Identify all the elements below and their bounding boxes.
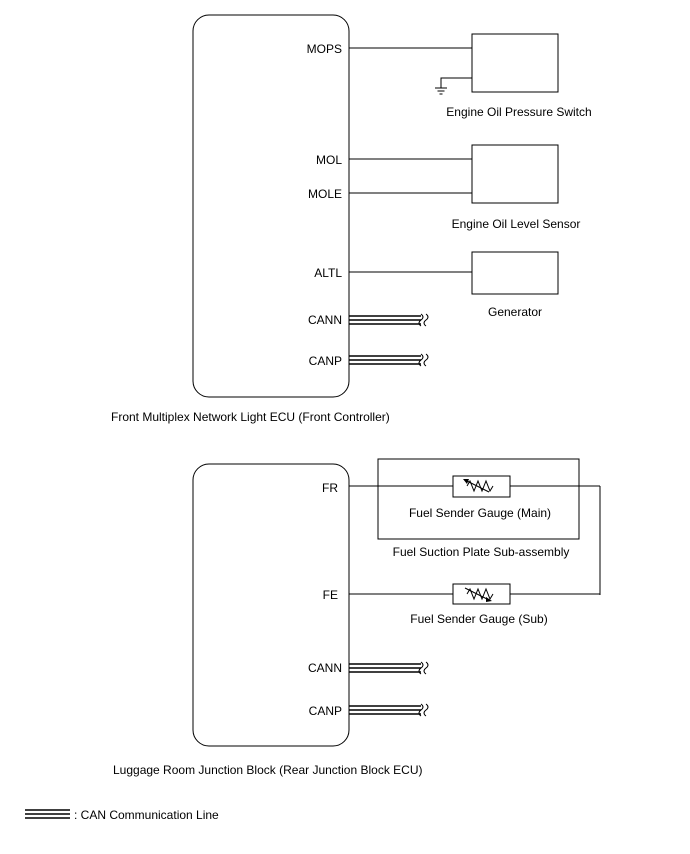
pin-mol-label: MOL: [316, 153, 342, 167]
pin-canp-bottom-label: CANP: [309, 704, 342, 718]
pin-cann-bottom-label: CANN: [308, 661, 342, 675]
ground-icon: [435, 77, 472, 95]
pin-cann-top-label: CANN: [308, 313, 342, 327]
generator-label: Generator: [488, 305, 542, 319]
legend-text: : CAN Communication Line: [74, 808, 219, 822]
fuel-suction-plate-label: Fuel Suction Plate Sub-assembly: [393, 545, 570, 559]
can-line-canp-top: [349, 353, 429, 367]
can-line-canp-bottom: [349, 703, 429, 717]
can-line-legend-icon: [25, 809, 70, 819]
front-ecu-box: [192, 14, 350, 398]
fuel-gauge-sub-box: [452, 583, 511, 605]
variable-resistor-icon: [463, 479, 494, 493]
pin-fr-label: FR: [322, 481, 338, 495]
pin-mops-label: MOPS: [307, 42, 342, 56]
oil-level-sensor-label: Engine Oil Level Sensor: [452, 217, 581, 231]
oil-level-sensor-box: [471, 144, 559, 204]
pin-altl-label: ALTL: [314, 266, 342, 280]
pin-canp-top-label: CANP: [309, 354, 342, 368]
oil-pressure-switch-label: Engine Oil Pressure Switch: [446, 105, 591, 119]
front-ecu-caption: Front Multiplex Network Light ECU (Front…: [111, 410, 390, 424]
rear-ecu-box: [192, 463, 350, 747]
fuel-gauge-main-label: Fuel Sender Gauge (Main): [409, 506, 551, 520]
fuel-gauge-main-box: [452, 475, 511, 498]
fuel-suction-plate-box: [377, 458, 580, 540]
can-line-cann-top: [349, 313, 429, 327]
rear-ecu-caption: Luggage Room Junction Block (Rear Juncti…: [113, 763, 422, 777]
can-line-cann-bottom: [349, 661, 429, 675]
generator-box: [471, 251, 559, 295]
variable-resistor-icon: [464, 587, 494, 602]
pin-fe-label: FE: [323, 588, 338, 602]
oil-pressure-switch-box: [471, 33, 559, 93]
pin-mole-label: MOLE: [308, 187, 342, 201]
fuel-gauge-sub-label: Fuel Sender Gauge (Sub): [410, 612, 547, 626]
